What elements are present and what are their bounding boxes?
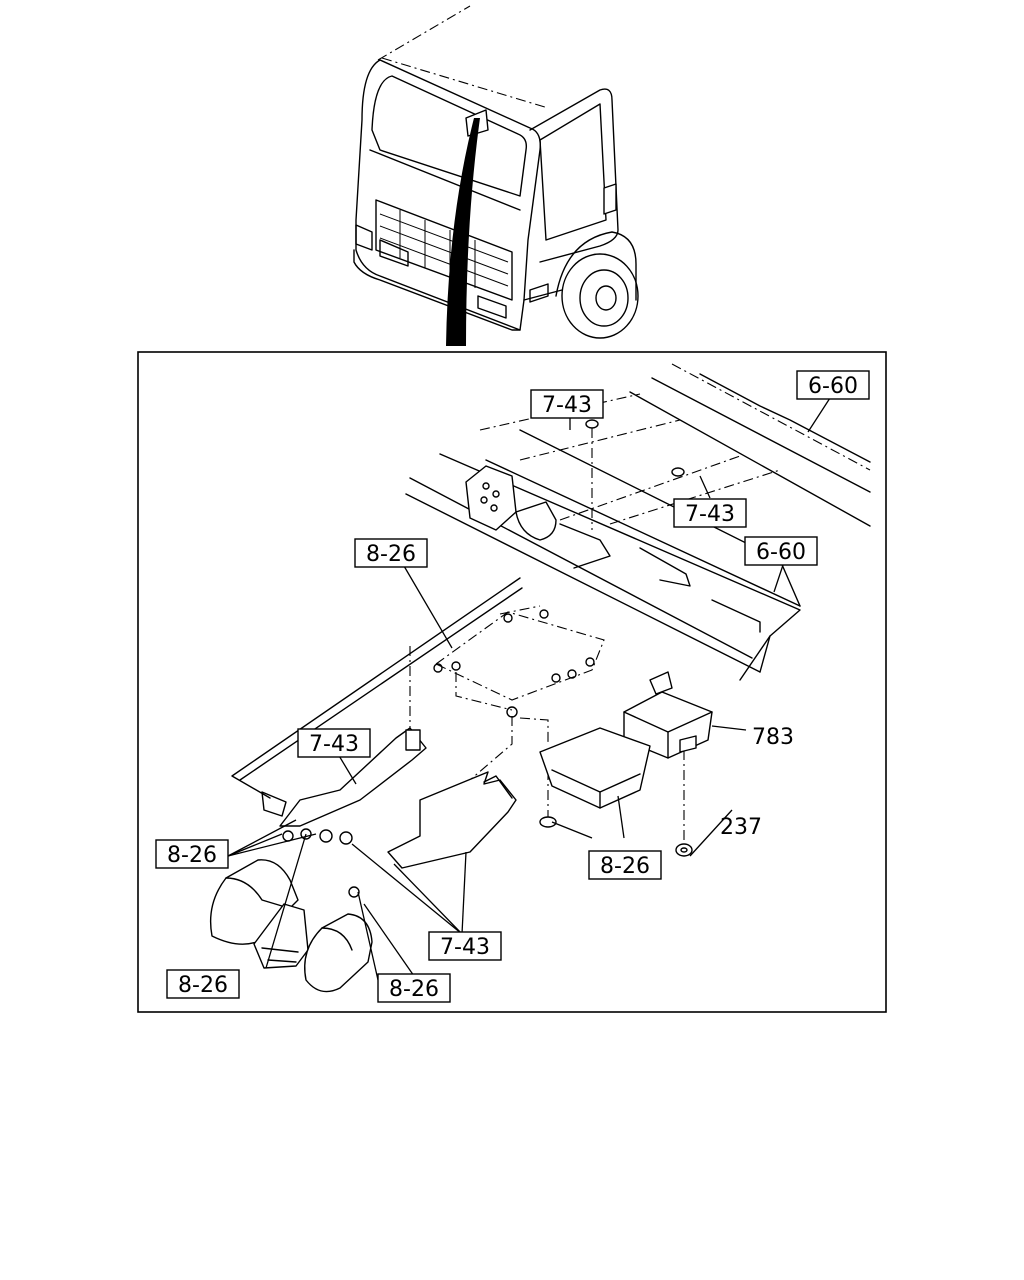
callout-6-60-top: 6-60 — [796, 370, 870, 400]
callout-label: 7-43 — [309, 732, 359, 757]
callout-label: 6-60 — [756, 540, 806, 565]
callout-label: 783 — [752, 725, 794, 750]
callout-label: 8-26 — [167, 843, 217, 868]
callout-label: 6-60 — [808, 374, 858, 399]
callout-7-43-top: 7-43 — [530, 389, 604, 419]
callout-7-43-mid: 7-43 — [673, 498, 747, 528]
callout-label: 7-43 — [440, 935, 490, 960]
callout-label: 7-43 — [542, 393, 592, 418]
leader-lines — [227, 397, 831, 981]
chassis-frame — [405, 363, 871, 681]
callout-label: 7-43 — [685, 502, 735, 527]
callout-8-26-upper: 8-26 — [354, 538, 428, 568]
callout-237: 237 — [720, 815, 762, 840]
callout-8-26-bottom-left: 8-26 — [166, 969, 240, 999]
callout-label: 8-26 — [600, 854, 650, 879]
callout-8-26-bottom-mid: 8-26 — [377, 973, 451, 1003]
truck-cab-illustration — [353, 5, 639, 346]
callout-8-26-left: 8-26 — [155, 839, 229, 869]
callout-6-60-mid: 6-60 — [744, 536, 818, 566]
callout-8-26-right: 8-26 — [588, 850, 662, 880]
callout-label: 237 — [720, 815, 762, 840]
callout-783: 783 — [752, 725, 794, 750]
callout-7-43-left: 7-43 — [297, 728, 371, 758]
callout-label: 8-26 — [178, 973, 228, 998]
callout-7-43-bottom: 7-43 — [428, 931, 502, 961]
callout-label: 8-26 — [389, 977, 439, 1002]
callout-label: 8-26 — [366, 542, 416, 567]
harness-assembly — [209, 577, 713, 993]
detail-frame — [137, 351, 887, 1013]
